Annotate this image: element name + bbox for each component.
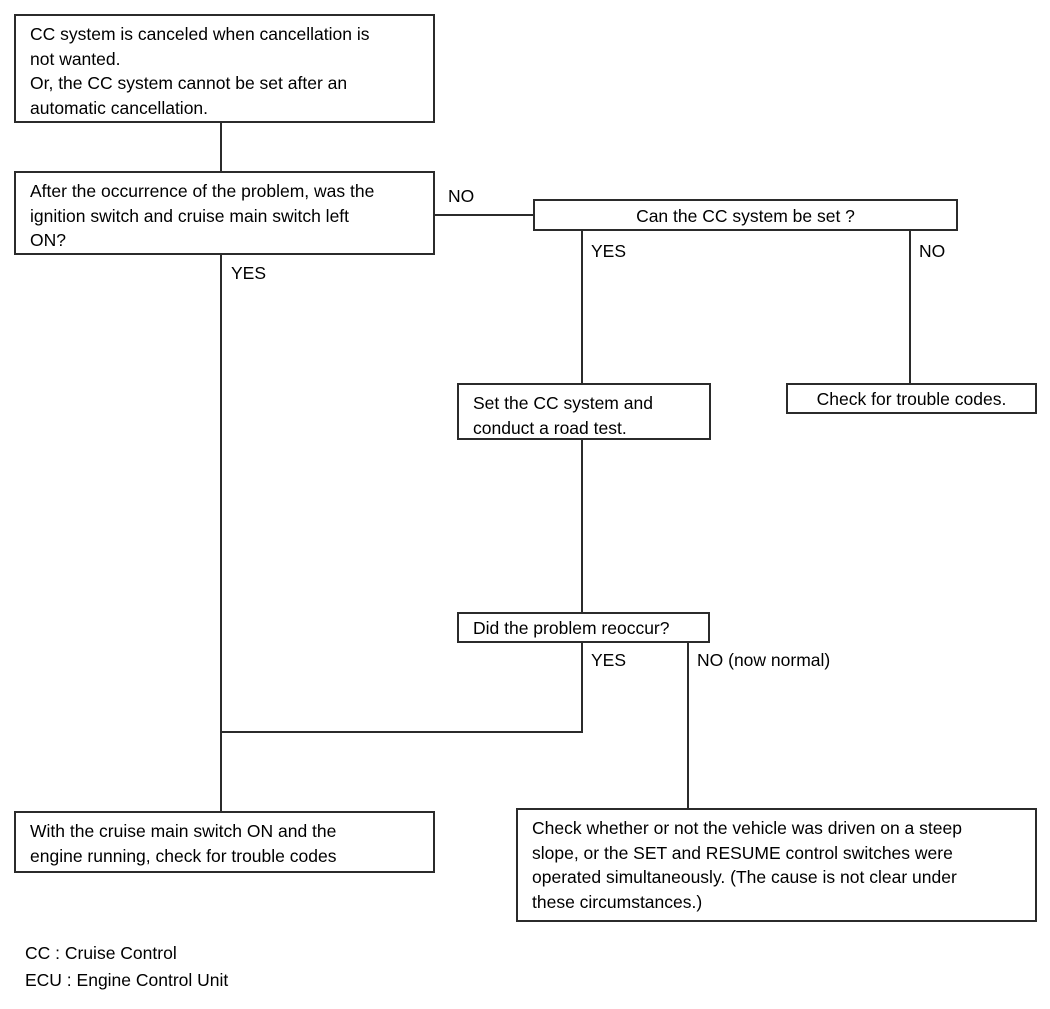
edge-symptom-to-ignition [220, 121, 222, 171]
edge-canset-yes-vertical [581, 231, 583, 385]
node-question-ignition[interactable]: After the occurrence of the problem, was… [14, 171, 435, 255]
node-symptom[interactable]: CC system is canceled when cancellation … [14, 14, 435, 123]
ignition-line-2: ignition switch and cruise main switch l… [30, 205, 350, 226]
legend-line-ecu: ECU : Engine Control Unit [25, 970, 229, 990]
check-conditions-line-4: these circumstances.) [532, 891, 703, 912]
check-codes-text: Check for trouble codes. [816, 389, 1007, 409]
legend-line-cc: CC : Cruise Control [25, 943, 177, 963]
ignition-line-1: After the occurrence of the problem, was… [30, 181, 375, 201]
edge-label-canset-yes: YES [591, 241, 627, 261]
check-conditions-line-3: operated simultaneously. (The cause is n… [532, 867, 957, 887]
symptom-line-3: Or, the CC system cannot be set after an [30, 73, 348, 93]
node-question-reoccur[interactable]: Did the problem reoccur? [457, 612, 710, 643]
node-action-cruise-codes[interactable]: With the cruise main switch ON and the e… [14, 811, 435, 873]
symptom-line-1: CC system is canceled when cancellation … [30, 24, 370, 44]
edge-label-reoccur-no: NO (now normal) [697, 650, 831, 670]
ignition-line-3: ON? [30, 230, 66, 250]
check-conditions-line-2: slope, or the SET and RESUME control swi… [532, 842, 953, 863]
edge-reoccur-yes-horizontal [220, 731, 583, 733]
node-question-can-set[interactable]: Can the CC system be set ? [533, 199, 958, 231]
edge-label-canset-no: NO [919, 241, 946, 261]
edge-label-ignition-yes: YES [231, 263, 267, 283]
edge-reoccur-no-vertical [687, 640, 689, 810]
edge-label-reoccur-yes: YES [591, 650, 627, 670]
edge-label-ignition-no: NO [448, 186, 475, 206]
node-action-check-codes[interactable]: Check for trouble codes. [786, 383, 1037, 414]
edge-roadtest-to-reoccur [581, 438, 583, 614]
symptom-line-2: not wanted. [30, 48, 121, 69]
edge-reoccur-yes-vertical [581, 640, 583, 733]
cruise-codes-line-2: engine running, check for trouble codes [30, 845, 337, 866]
can-set-text: Can the CC system be set ? [636, 206, 855, 226]
reoccur-text: Did the problem reoccur? [473, 618, 670, 638]
node-action-road-test[interactable]: Set the CC system and conduct a road tes… [457, 383, 711, 440]
cruise-codes-line-1: With the cruise main switch ON and the [30, 821, 337, 841]
road-test-line-1: Set the CC system and [473, 393, 653, 413]
edge-canset-no-vertical [909, 231, 911, 384]
edge-ignition-no-horizontal [435, 214, 534, 216]
check-conditions-line-1: Check whether or not the vehicle was dri… [532, 818, 962, 838]
symptom-line-4: automatic cancellation. [30, 97, 209, 118]
node-action-check-conditions[interactable]: Check whether or not the vehicle was dri… [516, 808, 1037, 922]
road-test-line-2: conduct a road test. [473, 417, 627, 438]
edge-ignition-yes-vertical [220, 253, 222, 813]
